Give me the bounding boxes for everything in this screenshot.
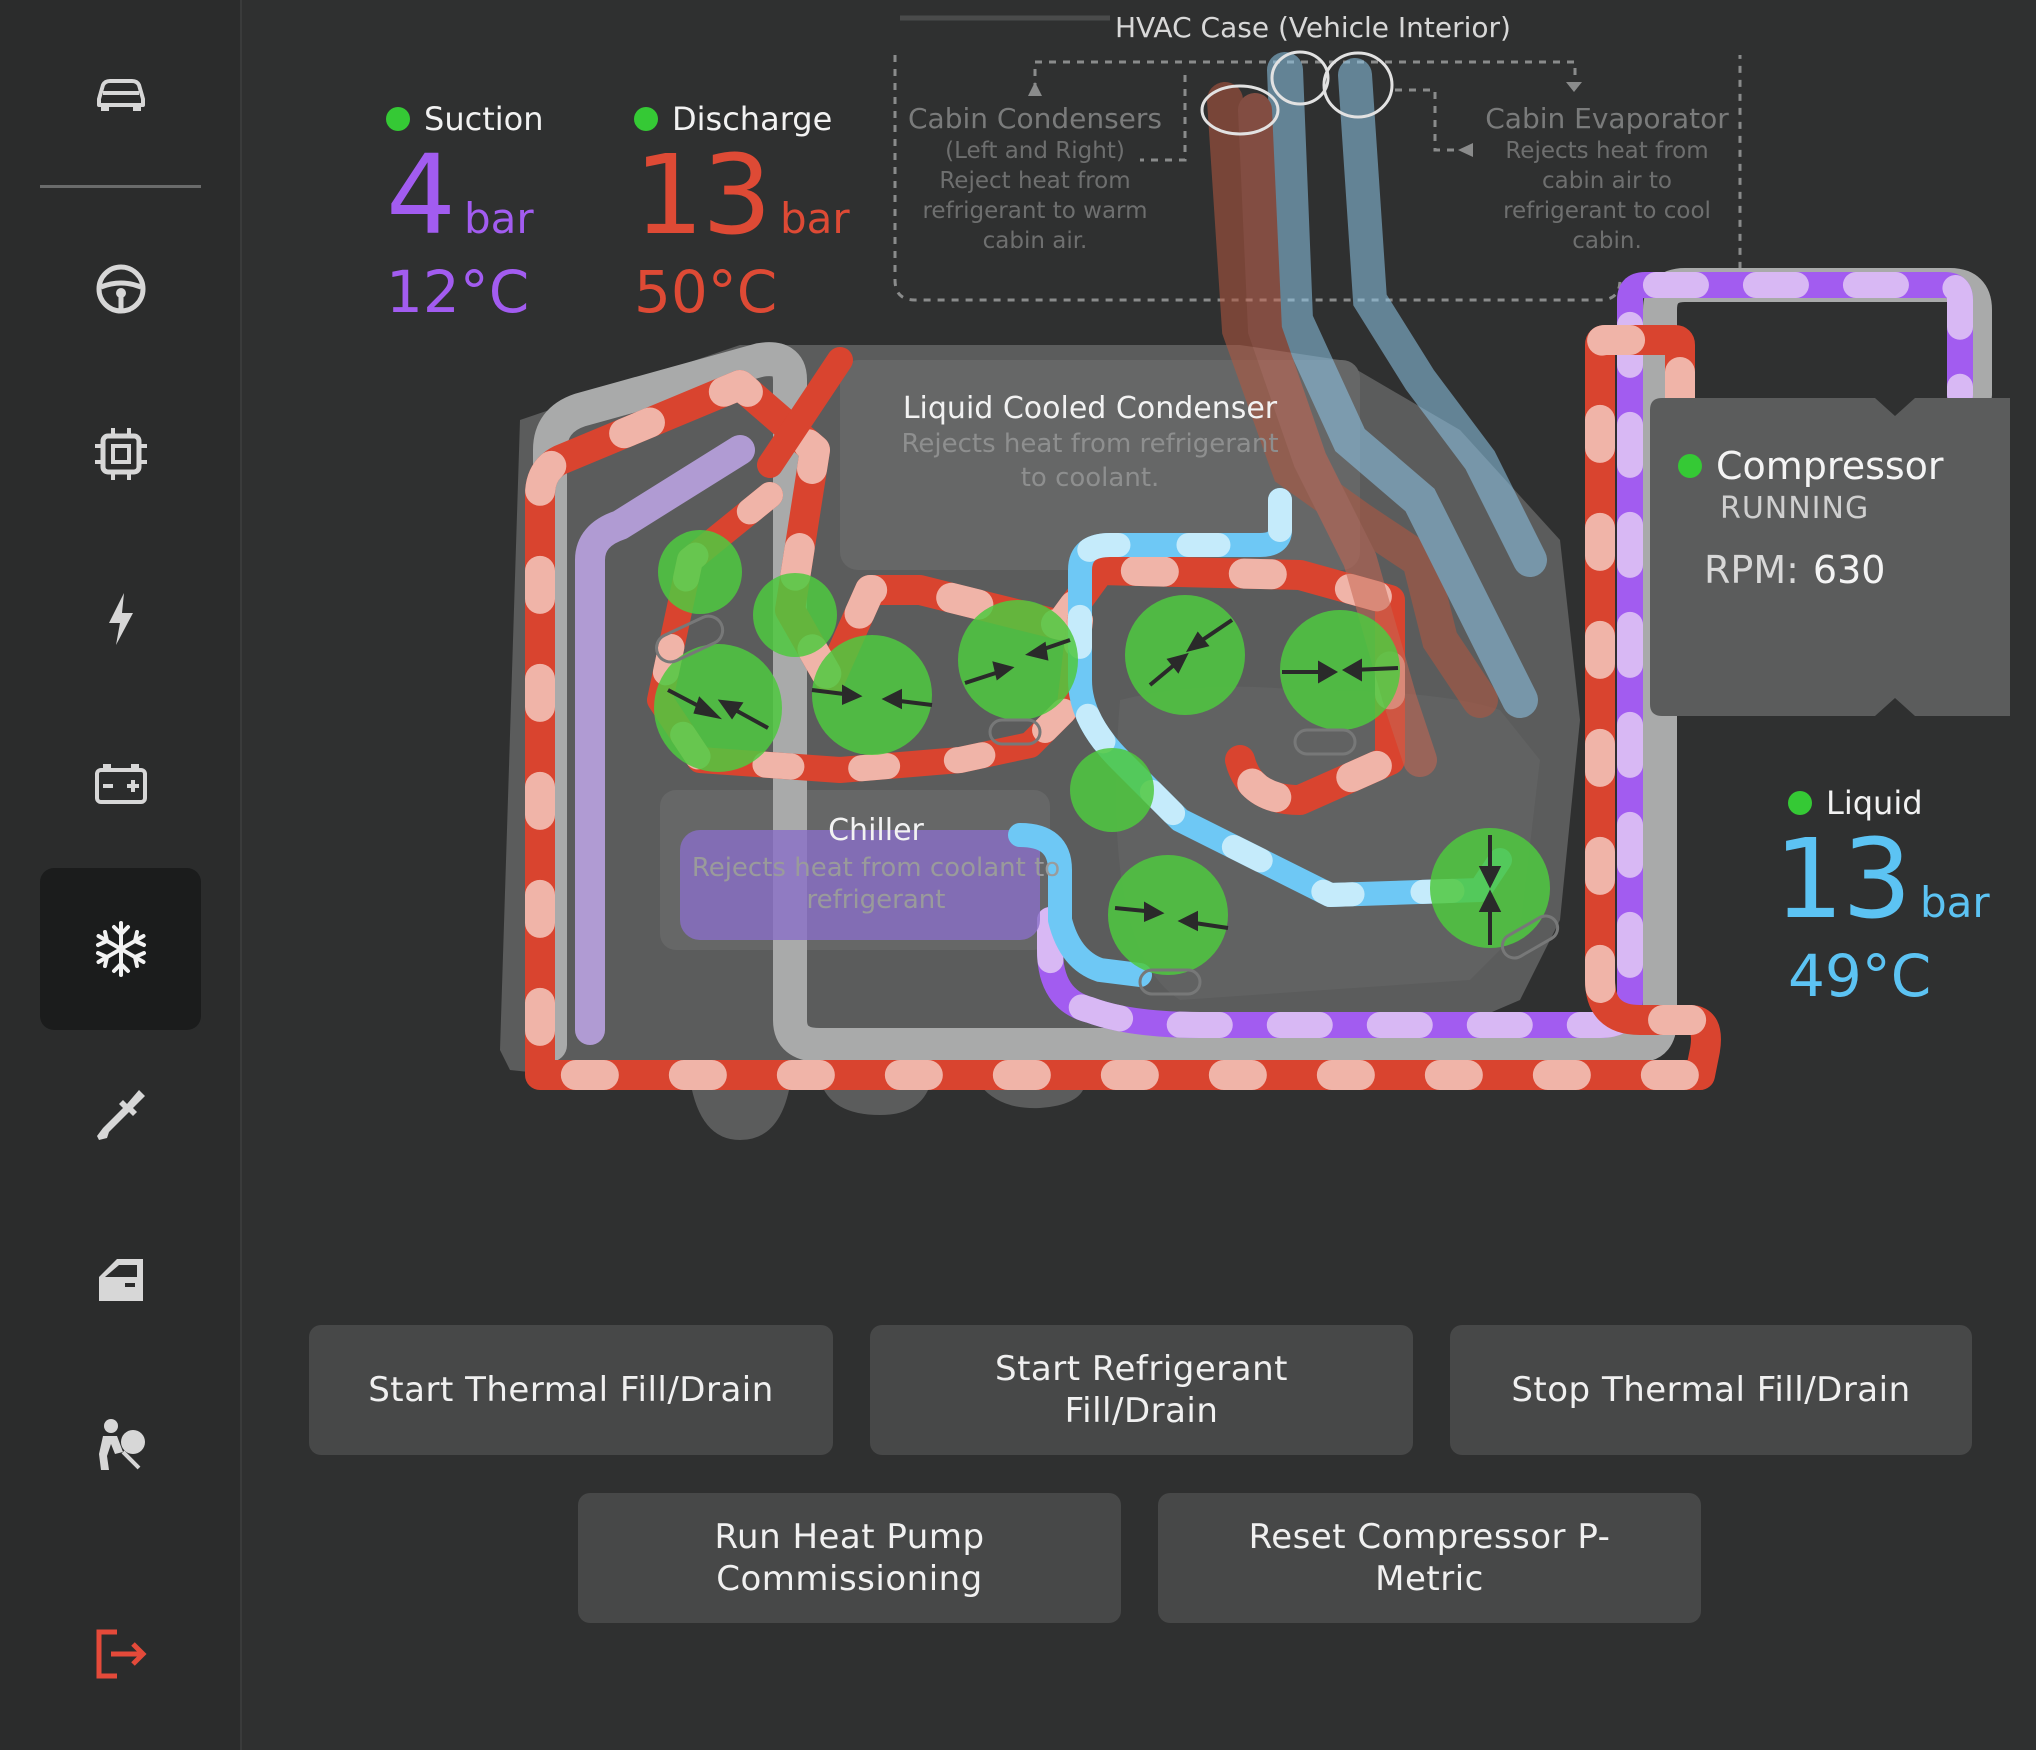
discharge-pressure-unit: bar	[779, 194, 850, 243]
exit-icon	[96, 1629, 147, 1679]
status-dot	[1788, 791, 1812, 815]
valve	[1108, 855, 1228, 975]
liquid-label: Liquid	[1826, 784, 1923, 822]
valves	[654, 530, 1550, 975]
sidebar-item-tools[interactable]	[40, 1033, 201, 1195]
wrench-icon	[96, 1090, 145, 1140]
hvac-case-title: HVAC Case (Vehicle Interior)	[1115, 11, 1511, 44]
reset-compressor-label-line1: Reset Compressor P-	[1248, 1517, 1611, 1557]
suction-pressure-unit: bar	[464, 194, 534, 243]
cabin-condensers-desc-1: (Left and Right)	[945, 138, 1125, 164]
valve	[654, 644, 782, 772]
reset-compressor-p-metric-button[interactable]: Reset Compressor P-Metric	[1158, 1493, 1701, 1623]
compressor-rpm: RPM: 630	[1704, 548, 1885, 592]
snowflake-icon	[95, 921, 146, 977]
status-dot	[634, 107, 658, 131]
cabin-evaporator-title: Cabin Evaporator	[1485, 102, 1729, 135]
suction-pressure-value: 4	[386, 131, 456, 259]
airbag-icon	[98, 1419, 145, 1470]
sidebar-item-exit[interactable]	[40, 1573, 201, 1735]
cabin-evaporator-desc-2: cabin air to	[1542, 168, 1672, 194]
compressor-card-background	[1650, 398, 2010, 716]
chiller-title: Chiller	[828, 813, 924, 848]
sidebar-item-car[interactable]	[40, 10, 201, 172]
hvac-heat-exchanger-tubes	[1207, 52, 1547, 777]
discharge-temperature: 50°C	[634, 258, 778, 326]
valve	[812, 635, 932, 755]
liquid-cooled-condenser-desc-1: Rejects heat from refrigerant	[901, 429, 1278, 459]
sidebar-item-doors[interactable]	[40, 1198, 201, 1360]
hvac-tube-caps	[1200, 50, 1394, 136]
liquid-cooled-condenser-desc-2: to coolant.	[1021, 463, 1160, 493]
suction-temperature: 12°C	[386, 258, 530, 326]
sidebar-item-thermal[interactable]	[40, 868, 201, 1030]
sidebar-divider	[40, 185, 201, 188]
door-icon	[98, 1259, 143, 1301]
rpm-label: RPM:	[1704, 548, 1799, 592]
liquid-pressure-value: 13	[1774, 815, 1912, 943]
steering-wheel-icon	[96, 264, 145, 314]
discharge-gauge: Discharge 13 bar 50°C	[634, 100, 850, 326]
sensor-outlines	[655, 614, 1560, 996]
reset-compressor-label-line2: Metric	[1375, 1559, 1484, 1599]
liquid-gauge: Liquid 13 bar 49°C	[1774, 784, 1990, 1010]
discharge-pressure-value: 13	[634, 131, 772, 259]
discharge-label: Discharge	[672, 100, 833, 138]
sidebar-item-power[interactable]	[40, 538, 201, 700]
stop-thermal-fill-drain-button[interactable]: Stop Thermal Fill/Drain	[1450, 1325, 1972, 1455]
sidebar-item-battery[interactable]	[40, 703, 201, 865]
sidebar-item-chip[interactable]	[40, 373, 201, 535]
stop-thermal-fill-drain-label: Stop Thermal Fill/Drain	[1511, 1370, 1911, 1410]
status-dot	[386, 107, 410, 131]
chiller-desc-2: refrigerant	[807, 885, 946, 915]
start-refrigerant-label-line2: Fill/Drain	[1064, 1391, 1219, 1431]
valve	[753, 573, 837, 657]
valve	[658, 530, 742, 614]
sidebar-item-steering[interactable]	[40, 208, 201, 370]
cabin-condensers-title: Cabin Condensers	[908, 102, 1162, 135]
chip-icon	[94, 428, 147, 480]
run-heat-pump-label-line1: Run Heat Pump	[714, 1517, 985, 1557]
cabin-evaporator-desc-3: refrigerant to cool	[1503, 198, 1711, 224]
lightning-icon	[108, 593, 133, 645]
sidebar-item-safety[interactable]	[40, 1363, 201, 1525]
start-thermal-fill-drain-label: Start Thermal Fill/Drain	[368, 1370, 774, 1410]
hvac-case-outline	[893, 55, 1742, 302]
cabin-evaporator-desc-1: Rejects heat from	[1505, 138, 1708, 164]
rpm-value: 630	[1812, 548, 1886, 592]
cabin-condensers-desc-4: cabin air.	[983, 228, 1088, 254]
battery-icon	[94, 764, 147, 804]
valve	[1280, 610, 1400, 730]
start-refrigerant-label-line1: Start Refrigerant	[995, 1349, 1288, 1389]
valve	[958, 600, 1078, 720]
cabin-condensers-desc-3: refrigerant to warm	[922, 198, 1147, 224]
suction-label: Suction	[424, 100, 544, 138]
run-heat-pump-label-line2: Commissioning	[716, 1559, 983, 1599]
compressor-status: RUNNING	[1720, 491, 1870, 526]
compressor-card: Compressor RUNNING RPM: 630	[1650, 398, 2010, 716]
liquid-temperature: 49°C	[1788, 942, 1932, 1010]
suction-gauge: Suction 4 bar 12°C	[386, 100, 543, 326]
start-thermal-fill-drain-button[interactable]: Start Thermal Fill/Drain	[309, 1325, 833, 1455]
sidebar	[0, 0, 242, 1750]
chiller-desc-1: Rejects heat from coolant to	[692, 853, 1060, 883]
liquid-cooled-condenser-title: Liquid Cooled Condenser	[903, 391, 1278, 426]
compressor-status-dot	[1678, 454, 1702, 478]
car-icon	[96, 79, 145, 111]
compressor-title: Compressor	[1716, 444, 1944, 488]
liquid-pressure-unit: bar	[1919, 878, 1990, 927]
cabin-evaporator-desc-4: cabin.	[1572, 228, 1642, 254]
valve-arrows	[667, 618, 1502, 945]
cabin-condensers-desc-2: Reject heat from	[939, 168, 1130, 194]
valve	[1070, 748, 1154, 832]
